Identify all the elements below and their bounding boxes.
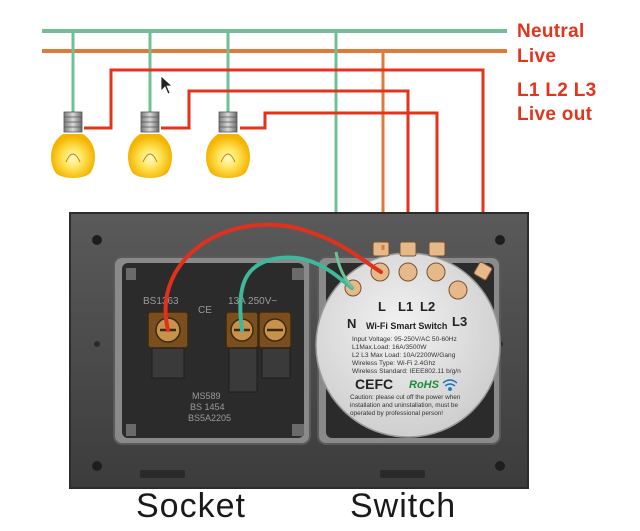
module-spec-1: Input Voltage: 95-250V/AC 50-60Hz bbox=[352, 336, 457, 343]
wifi-icon bbox=[442, 379, 458, 391]
jumper-wires bbox=[163, 222, 383, 332]
terminal-l2-label: L2 bbox=[420, 299, 435, 314]
module-spec-4: Wireless Type: Wi-Fi 2.4Ghz bbox=[352, 360, 435, 367]
wire-ends bbox=[334, 245, 385, 290]
bulb-1 bbox=[51, 111, 95, 178]
module-terminals bbox=[344, 241, 493, 300]
jumper-live bbox=[163, 222, 383, 332]
module-caution-3: operated by professional person! bbox=[350, 410, 443, 417]
rohs-mark: RoHS bbox=[409, 379, 440, 391]
socket-back-box: BS1363 CE 13A 250V~ MS589 BS 1454 BS5A22… bbox=[113, 256, 311, 445]
terminal-l-label: L bbox=[378, 299, 386, 314]
jumper-neutral bbox=[238, 255, 354, 332]
neutral-label: Neutral bbox=[517, 21, 585, 42]
live-label: Live bbox=[517, 46, 557, 67]
socket-rating-mark: 13A 250V~ bbox=[228, 296, 277, 307]
module-spec-2: L1Max.Load: 16A/3500W bbox=[352, 344, 427, 351]
socket-ce-mark: CE bbox=[198, 305, 212, 316]
terminal-l1-label: L1 bbox=[398, 299, 413, 314]
cefc-mark: CEFC bbox=[355, 376, 393, 392]
socket-terminal-right bbox=[258, 311, 292, 379]
module-caution-2: installation and uninstallation, must be bbox=[350, 402, 458, 409]
module-caution-1: Caution: please cut off the power when bbox=[350, 394, 461, 401]
live-out-wires bbox=[84, 68, 485, 268]
l2-wire bbox=[161, 89, 410, 245]
socket-cert-mark-1: MS589 bbox=[192, 391, 221, 401]
bulb-3 bbox=[206, 111, 250, 178]
socket-cert-mark-3: BS5A2205 bbox=[188, 413, 231, 423]
module-title: Wi-Fi Smart Switch bbox=[366, 321, 447, 331]
terminal-l3-label: L3 bbox=[452, 314, 467, 329]
module-spec-5: Wireless Standard: IEEE802.11 b/g/n bbox=[352, 368, 461, 375]
l3-wire bbox=[240, 111, 439, 245]
socket-cert-mark-2: BS 1454 bbox=[190, 402, 225, 412]
switch-caption: Switch bbox=[350, 487, 457, 525]
socket-terminal-middle bbox=[225, 311, 259, 393]
bulbs bbox=[51, 111, 250, 178]
mouse-cursor-icon bbox=[160, 75, 174, 95]
circuits-label: L1 L2 L3 bbox=[517, 80, 597, 101]
terminal-n-label: N bbox=[347, 316, 356, 331]
l1-wire bbox=[84, 68, 485, 268]
supply-wires bbox=[42, 29, 507, 53]
live-out-label: Live out bbox=[517, 104, 593, 125]
bulb-2 bbox=[128, 111, 172, 178]
module-spec-3: L2 L3 Max Load: 10A/2200W/Gang bbox=[352, 352, 456, 359]
switch-back-box: N L L1 L2 L3 Wi-Fi Smart Switch Input Vo… bbox=[315, 241, 501, 445]
socket-standard-mark: BS1363 bbox=[143, 296, 179, 307]
socket-caption: Socket bbox=[136, 487, 246, 525]
